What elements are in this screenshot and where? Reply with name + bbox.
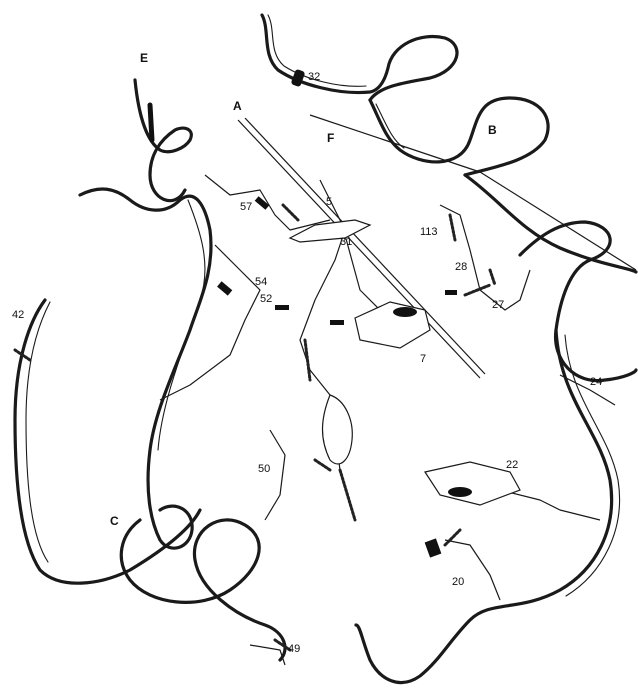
residue-label-57: 57: [240, 201, 252, 213]
residue-label-20: 20: [452, 576, 464, 588]
strand-label-e: E: [140, 51, 148, 65]
strand-label-f: F: [327, 131, 334, 145]
ring-7-shade: [393, 307, 417, 317]
strand-label-c: C: [110, 514, 119, 528]
strand-label-b: B: [488, 123, 497, 137]
ring-22-shade: [448, 487, 472, 497]
residue-label-7: 7: [420, 353, 426, 365]
residue-label-54: 54: [255, 276, 267, 288]
strand-label-a: A: [233, 99, 242, 113]
residue-label-32: 32: [308, 71, 320, 83]
residue-label-42: 42: [12, 309, 24, 321]
strand-labels: E A F B C: [110, 51, 497, 528]
residue-label-50: 50: [258, 463, 270, 475]
ring-residue-7: [355, 302, 430, 348]
residue-label-27: 27: [492, 299, 504, 311]
central-helix-stack: [323, 395, 353, 464]
residue-label-49: 49: [288, 643, 300, 655]
residue-label-24: 24: [590, 376, 602, 388]
residue-label-113: 113: [420, 226, 438, 238]
residue-label-52: 52: [260, 293, 272, 305]
helix-left: [80, 80, 211, 548]
residue-label-5: 5: [326, 196, 332, 208]
residue-label-28: 28: [455, 261, 467, 273]
ring-groups: [290, 220, 520, 505]
residue-label-31: 31: [340, 236, 352, 248]
side-chains: [160, 115, 636, 665]
loop-c: [15, 300, 285, 660]
residue-label-22: 22: [506, 459, 518, 471]
